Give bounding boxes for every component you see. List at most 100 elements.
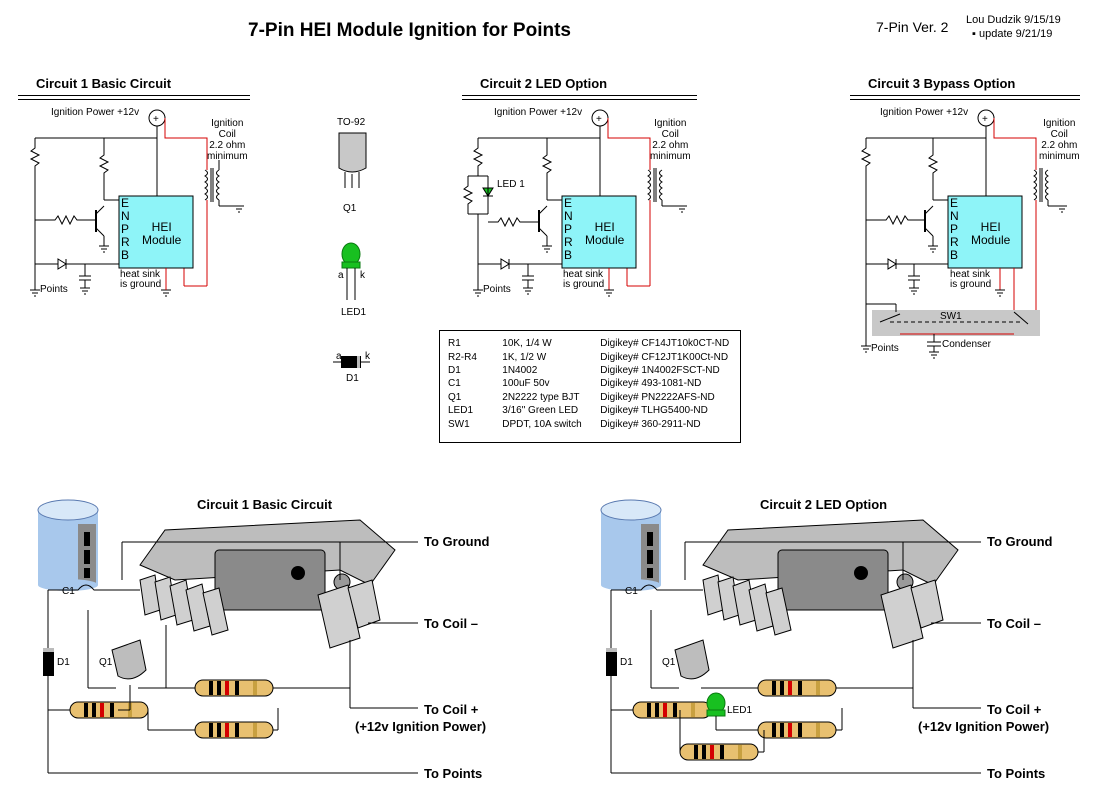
w2-q1-label: Q1 — [662, 657, 676, 668]
pin-label: N — [564, 209, 573, 223]
c2-power-label: Ignition Power +12v — [494, 107, 583, 118]
w1-d1-label: D1 — [57, 657, 70, 668]
heatsink-line: heat sink — [950, 269, 991, 280]
parts-ref: R2-R4 — [448, 351, 477, 363]
coil-label-line: minimum — [1039, 151, 1080, 162]
svg-text:+: + — [982, 114, 988, 125]
parts-digikey: Digikey# 360-2911-ND — [600, 418, 701, 430]
module-label-line: Module — [142, 233, 182, 247]
update-text: update 9/21/19 — [978, 28, 1053, 40]
c1-underline — [18, 95, 250, 100]
parts-value: 1N4002 — [502, 364, 538, 376]
c3-underline — [850, 95, 1080, 100]
author-line: Lou Dudzik 9/15/19 — [966, 14, 1061, 26]
c1-coil-label: Ignition Coil 2.2 ohm minimum — [207, 118, 248, 162]
diode-cathode-label: k — [365, 351, 370, 362]
c1-module-pins: E N P R B — [121, 197, 130, 262]
c1-module-label: HEI Module — [142, 221, 181, 247]
parts-row: Q1 2N2222 type BJT Digikey# PN2222AFS-ND — [448, 391, 740, 404]
pin-label: P — [121, 222, 130, 236]
pin-label: R — [950, 235, 959, 249]
to92-label: TO-92 — [337, 117, 366, 128]
module-label-line: Module — [585, 233, 625, 247]
w2-c1-label: C1 — [625, 586, 638, 597]
pin-label: E — [950, 196, 959, 210]
c2-heatsink-label: heat sink is ground — [563, 270, 604, 290]
pin-label: N — [950, 209, 959, 223]
c1-points-label: Points — [40, 284, 68, 295]
pin-label: E — [121, 196, 130, 210]
parts-value: 2N2222 type BJT — [502, 391, 580, 403]
c2-points-label: Points — [483, 284, 511, 295]
module-label-line: HEI — [980, 220, 1001, 234]
circuit1-schematic: + — [29, 109, 245, 297]
svg-text:+: + — [596, 114, 602, 125]
pin-label: P — [564, 222, 573, 236]
w1-to-points: To Points — [424, 766, 483, 781]
heatsink-line: heat sink — [120, 269, 161, 280]
c3-heading: Circuit 3 Bypass Option — [868, 76, 1016, 91]
module-label-line: Module — [971, 233, 1011, 247]
parts-ref: SW1 — [448, 418, 470, 430]
led1-label: LED1 — [341, 307, 367, 318]
parts-ref: D1 — [448, 364, 461, 376]
diode-anode-label: a — [336, 351, 342, 362]
led-drawing — [341, 242, 361, 300]
page-title: 7-Pin HEI Module Ignition for Points — [248, 20, 571, 41]
parts-digikey: Digikey# 1N4002FSCT-ND — [600, 364, 720, 376]
c2-module-label: HEI Module — [585, 221, 624, 247]
heatsink-line: is ground — [120, 279, 162, 290]
author-block: Lou Dudzik 9/15/19 ▪ update 9/21/19 — [966, 13, 1061, 41]
w1-to-coil-neg: To Coil – — [424, 616, 478, 631]
c2-module-pins: E N P R B — [564, 197, 573, 262]
to92-q1-label: Q1 — [343, 203, 357, 214]
w2-to-points: To Points — [987, 766, 1046, 781]
parts-digikey: Digikey# CF14JT10k0CT-ND — [600, 338, 730, 350]
to92-drawing — [338, 132, 367, 188]
heatsink-line: heat sink — [563, 269, 604, 280]
parts-ref: C1 — [448, 378, 461, 390]
diode-drawing — [333, 356, 370, 368]
c2-underline — [462, 95, 697, 100]
pin-label: R — [564, 235, 573, 249]
parts-row: D1 1N4002 Digikey# 1N4002FSCT-ND — [448, 364, 740, 377]
w1-to-coil-pos: To Coil + — [424, 702, 479, 717]
wiring2-title: Circuit 2 LED Option — [760, 497, 888, 512]
pin-label: B — [564, 248, 573, 262]
w2-led1-label: LED1 — [727, 705, 753, 716]
parts-digikey: Digikey# CF12JT1K00Ct-ND — [600, 351, 729, 363]
parts-digikey: Digikey# TLHG5400-ND — [600, 405, 708, 417]
led-cathode-label: k — [360, 270, 365, 281]
c2-heading: Circuit 2 LED Option — [480, 76, 608, 91]
coil-label-line: 2.2 ohm — [1041, 140, 1078, 151]
c3-points-label: Points — [871, 343, 899, 354]
wiring-canvas — [37, 499, 981, 774]
pin-label: B — [121, 248, 130, 262]
coil-label-line: Ignition — [654, 118, 687, 129]
parts-digikey: Digikey# PN2222AFS-ND — [600, 391, 715, 403]
c3-module-label: HEI Module — [971, 221, 1010, 247]
c3-power-label: Ignition Power +12v — [880, 107, 969, 118]
module-label-line: HEI — [151, 220, 172, 234]
parts-value: 1K, 1/2 W — [502, 351, 547, 363]
pin-label: N — [121, 209, 130, 223]
wiring2-diagram — [600, 499, 981, 774]
pin-label: B — [950, 248, 959, 262]
c1-heading: Circuit 1 Basic Circuit — [36, 76, 172, 91]
circuit2-schematic: + — [462, 109, 688, 297]
w2-to-coil-pos: To Coil + — [987, 702, 1042, 717]
coil-label-line: Coil — [1050, 129, 1068, 140]
w2-to-ground: To Ground — [987, 534, 1053, 549]
pin-label: R — [121, 235, 130, 249]
heatsink-line: is ground — [950, 279, 992, 290]
version-label: 7-Pin Ver. 2 — [876, 19, 949, 35]
parts-ref: Q1 — [448, 391, 462, 403]
parts-ref: LED1 — [448, 405, 474, 417]
module-label-line: HEI — [594, 220, 615, 234]
svg-text:+: + — [153, 114, 159, 125]
